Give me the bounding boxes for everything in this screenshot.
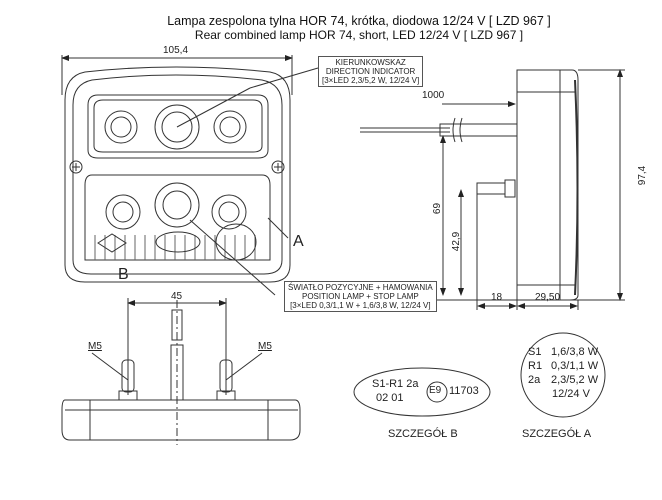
detail-a-label: SZCZEGÓŁ A	[522, 428, 592, 440]
detail-a-circle	[520, 332, 606, 418]
e-mark-circle	[426, 381, 448, 403]
led-position-2	[154, 182, 200, 228]
label-total-height: 97,4	[637, 165, 649, 186]
led-indicator-2	[154, 104, 200, 150]
detail-b-row1: S1-R1 2a	[372, 378, 419, 390]
marker-b: B	[118, 266, 129, 283]
callout-position-en: POSITION LAMP + STOP LAMP	[301, 292, 419, 301]
cable-bottom	[170, 344, 184, 401]
detail-a-row2-code: R1	[528, 360, 543, 372]
certification-diamond	[97, 233, 127, 253]
callout-direction-spec: [3×LED 2,3/5,2 W, 12/24 V]	[322, 76, 420, 85]
marker-a: A	[293, 233, 304, 250]
label-width: 105,4	[163, 45, 189, 56]
led-indicator-1	[104, 110, 138, 144]
nut	[504, 179, 516, 198]
label-thread-right: M5	[258, 341, 272, 352]
leader-position	[189, 219, 276, 296]
callout-position-pl: ŚWIATŁO POZYCYJNE + HAMOWANIA	[288, 283, 433, 292]
detail-b-approval-mark: E9	[429, 385, 442, 396]
detail-a-row1-value: 1,6/3,8 W	[551, 346, 599, 358]
leader-m5-right	[225, 352, 263, 381]
screw-right	[271, 160, 285, 174]
position-stop-section	[84, 174, 271, 261]
side-body	[516, 69, 579, 301]
label-stud-spacing: 45	[171, 291, 183, 302]
cable	[439, 123, 518, 137]
callout-direction-pl: KIERUNKOWSKAZ	[335, 58, 406, 67]
detail-a-row2-value: 0,3/1,1 W	[551, 360, 599, 372]
title-polish: Lampa zespolona tylna HOR 74, krótka, di…	[167, 14, 551, 28]
label-thread-left: M5	[88, 341, 102, 352]
detail-b-row2: 02 01	[376, 392, 404, 404]
led-position-3	[211, 194, 247, 230]
detail-b-approval-number: 11703	[449, 385, 479, 397]
led-position-1	[105, 194, 141, 230]
bottom-view	[61, 298, 301, 445]
detail-a-row1-code: S1	[528, 346, 542, 358]
label-stud-height: 42,9	[451, 231, 463, 252]
label-depth: 29,50	[535, 292, 561, 303]
bottom-body	[61, 399, 301, 441]
label-cable-height: 69	[432, 202, 444, 215]
detail-a-row4-value: 12/24 V	[552, 388, 590, 400]
leader-direction	[249, 67, 319, 89]
detail-a-row3-code: 2a	[528, 374, 541, 386]
callout-direction-en: DIRECTION INDICATOR	[325, 67, 416, 76]
callout-position-stop: ŚWIATŁO POZYCYJNE + HAMOWANIA POSITION L…	[284, 281, 437, 312]
leader-m5-left	[91, 352, 129, 381]
led-indicator-3	[213, 110, 247, 144]
label-stud-length: 18	[491, 292, 503, 303]
side-view	[360, 69, 625, 310]
title-english: Rear combined lamp HOR 74, short, LED 12…	[194, 28, 524, 42]
front-view	[61, 55, 319, 296]
callout-position-spec: [3×LED 0,3/1,1 W + 1,6/3,8 W, 12/24 V]	[290, 301, 431, 310]
stud	[476, 182, 506, 195]
detail-b-label: SZCZEGÓŁ B	[388, 428, 458, 440]
detail-a-row3-value: 2,3/5,2 W	[551, 374, 599, 386]
detail-b-ellipse	[353, 367, 491, 417]
indicator-section	[87, 94, 269, 159]
screw-left	[69, 160, 83, 174]
lamp-outline	[64, 66, 291, 283]
label-cable-length: 1000	[422, 90, 445, 101]
callout-direction-indicator: KIERUNKOWSKAZ DIRECTION INDICATOR [3×LED…	[318, 56, 424, 87]
